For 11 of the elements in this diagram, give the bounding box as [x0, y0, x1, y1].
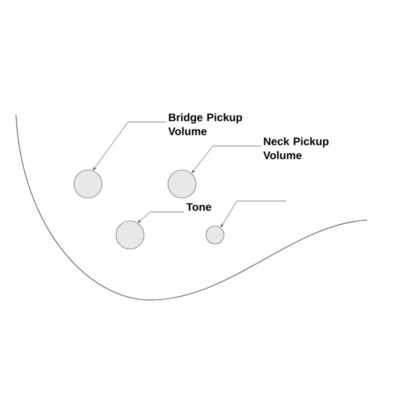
knob — [206, 226, 224, 244]
knob — [116, 220, 144, 250]
control-label: Bridge Pickup Volume — [168, 113, 242, 136]
control-label: Neck Pickup Volume — [263, 137, 329, 160]
control-label: Tone — [186, 203, 212, 211]
knob — [74, 170, 102, 198]
leader-line — [192, 146, 262, 174]
leader-line — [138, 212, 184, 223]
leader-line — [93, 122, 166, 170]
leader-line — [220, 200, 286, 228]
knob — [168, 170, 196, 198]
